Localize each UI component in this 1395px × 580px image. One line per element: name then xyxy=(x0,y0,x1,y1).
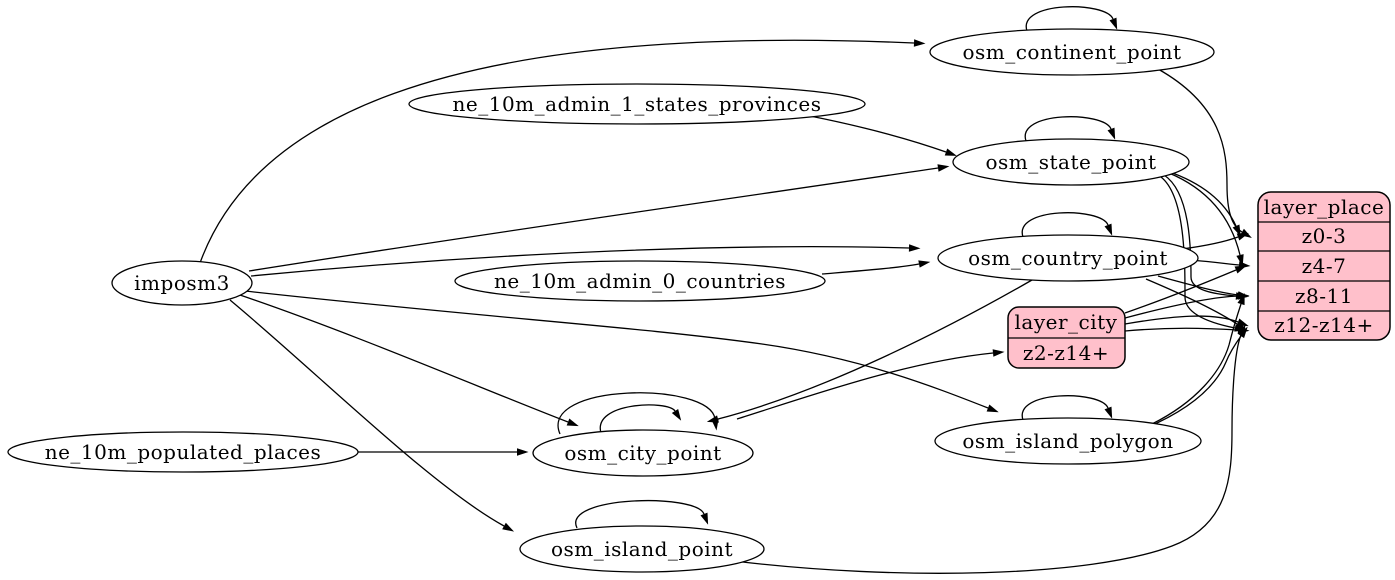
ne-10m-admin-0-countries-shape xyxy=(454,260,826,302)
osm-country-point-shape xyxy=(937,234,1199,282)
layer-place-row-z8-11: z8-11 xyxy=(1295,284,1353,308)
edge-osm-island-polygon-to-z12-z14 xyxy=(1145,336,1241,429)
edge-imposm3-to-osm-continent-point xyxy=(199,40,914,264)
edge-osm-country-point-to-z12-z14 xyxy=(1145,278,1237,324)
self-loop-osm-continent-point xyxy=(1025,6,1113,32)
ne-10m-admin-1-states-provinces-shape xyxy=(408,83,866,125)
self-loop-osm-country-point xyxy=(1021,212,1108,238)
layer-city-title: layer_city xyxy=(1015,310,1118,334)
self-loop-osm-island-polygon xyxy=(1021,395,1108,421)
node-osm-city-point: osm_city_point xyxy=(532,429,754,477)
edge-osm-island-polygon-to-z8-11 xyxy=(1151,304,1241,425)
edge-imposm3-to-osm-city-point xyxy=(236,293,568,422)
self-loop-osm-city-point-inner xyxy=(599,404,675,434)
ne-10m-populated-places-shape xyxy=(7,431,359,473)
node-osm-island-point: osm_island_point xyxy=(519,525,765,573)
node-osm-country-point: osm_country_point xyxy=(937,234,1199,282)
node-imposm3: imposm3 xyxy=(111,260,253,306)
edge-osm-state-point-to-z4-7 xyxy=(1168,172,1240,255)
edge-osm-state-point-to-z8-11 xyxy=(1163,174,1236,296)
osm-continent-point-shape xyxy=(929,28,1215,76)
self-loop-osm-state-point xyxy=(1024,116,1111,142)
edge-layer-city-to-z4-7 xyxy=(1124,270,1236,314)
edge-osm-state-point-to-z0-3 xyxy=(1166,170,1236,226)
osm-city-point-shape xyxy=(532,429,754,477)
imposm3-label: imposm3 xyxy=(134,271,230,295)
node-osm-island-polygon: osm_island_polygon xyxy=(934,417,1202,465)
edge-osm-country-point-to-osm-city-point xyxy=(718,279,1033,419)
edge-ne1-states-to-osm-state-point xyxy=(809,115,946,152)
edge-layer-city-to-z8-11 xyxy=(1124,296,1238,319)
layer-place-box xyxy=(1257,191,1391,341)
node-osm-state-point: osm_state_point xyxy=(952,138,1190,186)
edge-osm-island-point-to-z12-z14 xyxy=(733,335,1241,574)
osm-island-polygon-label: osm_island_polygon xyxy=(962,429,1173,453)
record-layer-place: layer_place z0-3 z4-7 z8-11 z12-z14+ xyxy=(1257,191,1391,341)
osm-island-polygon-shape xyxy=(934,417,1202,465)
layer-place-row-z12-z14: z12-z14+ xyxy=(1274,313,1374,337)
osm-continent-point-label: osm_continent_point xyxy=(962,40,1181,64)
edge-osm-continent-point-to-z0-3 xyxy=(1157,68,1242,232)
edge-ne0-countries-to-osm-country-point xyxy=(821,264,919,275)
node-osm-continent-point: osm_continent_point xyxy=(929,28,1215,76)
edge-osm-country-point-to-z8-11 xyxy=(1157,275,1238,295)
edge-layer-city-to-z12-z14-b xyxy=(1124,328,1238,331)
layer-place-title: layer_place xyxy=(1264,195,1385,219)
edge-imposm3-to-osm-country-point xyxy=(250,247,909,277)
node-ne-10m-admin-1-states-provinces: ne_10m_admin_1_states_provinces xyxy=(408,83,866,125)
edge-layer-city-to-z12-z14-a xyxy=(1124,315,1238,324)
imposm3-shape xyxy=(111,260,253,306)
edge-layer xyxy=(199,6,1242,574)
layer-place-row-z4-7: z4-7 xyxy=(1302,254,1347,278)
osm-state-point-shape xyxy=(952,138,1190,186)
osm-city-point-label: osm_city_point xyxy=(564,441,721,465)
layer-city-row-z2-z14: z2-z14+ xyxy=(1023,341,1109,365)
node-ne-10m-admin-0-countries: ne_10m_admin_0_countries xyxy=(454,260,826,302)
edge-osm-city-point-to-layer-city xyxy=(736,353,993,420)
edge-imposm3-to-osm-state-point xyxy=(248,168,938,272)
ne-10m-populated-places-label: ne_10m_populated_places xyxy=(45,440,322,464)
self-loop-osm-island-point xyxy=(575,499,704,529)
layer-place-row-z0-3: z0-3 xyxy=(1302,224,1347,248)
edge-imposm3-to-osm-island-point xyxy=(229,299,504,526)
osm-island-point-label: osm_island_point xyxy=(551,537,733,561)
edge-imposm3-to-osm-island-polygon xyxy=(244,290,988,408)
edge-osm-state-point-to-z12-z14 xyxy=(1160,176,1235,328)
ne-10m-admin-1-states-provinces-label: ne_10m_admin_1_states_provinces xyxy=(453,92,822,116)
osm-state-point-label: osm_state_point xyxy=(985,150,1156,174)
record-layer-city: layer_city z2-z14+ xyxy=(1007,306,1126,369)
ne-10m-admin-0-countries-label: ne_10m_admin_0_countries xyxy=(494,269,786,293)
osm-country-point-label: osm_country_point xyxy=(968,246,1168,270)
osm-island-point-shape xyxy=(519,525,765,573)
self-loop-osm-city-point-outer xyxy=(557,392,715,435)
edge-osm-country-point-to-z0-3 xyxy=(1181,237,1238,250)
node-ne-10m-populated-places: ne_10m_populated_places xyxy=(7,431,359,473)
